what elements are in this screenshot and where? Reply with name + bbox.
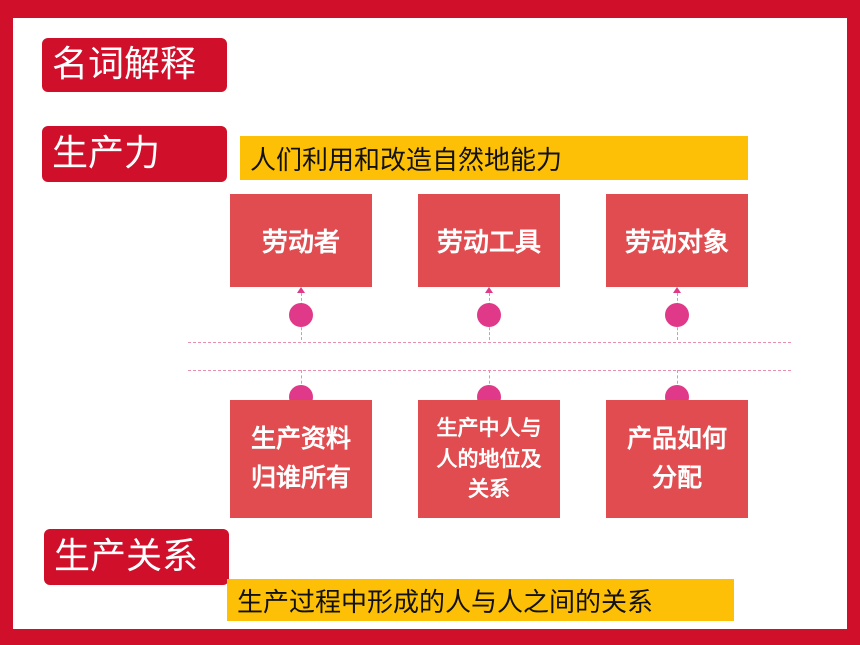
connector-dot xyxy=(477,303,501,327)
slide-canvas: 名词解释 生产力 人们利用和改造自然地能力 劳动者 劳动工具 劳动对象 生产资料… xyxy=(13,18,847,629)
relations-tag: 生产关系 xyxy=(44,529,229,585)
aspect-line: 产品如何 xyxy=(626,424,727,454)
element-card-object: 劳动对象 xyxy=(606,194,748,287)
element-label: 劳动者 xyxy=(261,228,340,258)
element-label: 劳动对象 xyxy=(624,228,729,258)
aspect-line: 生产资料 xyxy=(250,424,351,454)
aspect-line: 归谁所有 xyxy=(250,463,351,492)
element-card-tools: 劳动工具 xyxy=(418,194,560,287)
element-label: 劳动工具 xyxy=(436,228,541,258)
aspect-card-ownership: 生产资料 归谁所有 xyxy=(230,400,372,518)
arrow-up-icon xyxy=(673,287,681,293)
aspect-card-status: 生产中人与 人的地位及 关系 xyxy=(418,400,560,518)
relations-title: 生产关系 xyxy=(54,536,199,577)
productivity-definition: 人们利用和改造自然地能力 xyxy=(250,145,563,176)
aspect-card-distribution: 产品如何 分配 xyxy=(606,400,748,518)
aspect-line: 人的地位及 xyxy=(436,446,542,471)
aspect-line: 生产中人与 xyxy=(436,416,542,441)
connector-dot xyxy=(665,303,689,327)
productivity-title: 生产力 xyxy=(52,133,161,174)
relations-definition-band: 生产过程中形成的人与人之间的关系 xyxy=(227,579,734,621)
arrow-up-icon xyxy=(297,287,305,293)
divider-line-top xyxy=(188,342,791,343)
section-title: 名词解释 xyxy=(52,44,197,85)
arrow-up-icon xyxy=(485,287,493,293)
aspect-line: 关系 xyxy=(468,477,510,502)
productivity-tag: 生产力 xyxy=(42,126,227,182)
aspect-line: 分配 xyxy=(651,463,702,492)
connector-dot xyxy=(289,303,313,327)
productivity-definition-band: 人们利用和改造自然地能力 xyxy=(240,136,748,180)
relations-definition: 生产过程中形成的人与人之间的关系 xyxy=(237,587,654,618)
element-card-laborer: 劳动者 xyxy=(230,194,372,287)
section-title-tag: 名词解释 xyxy=(42,38,227,92)
